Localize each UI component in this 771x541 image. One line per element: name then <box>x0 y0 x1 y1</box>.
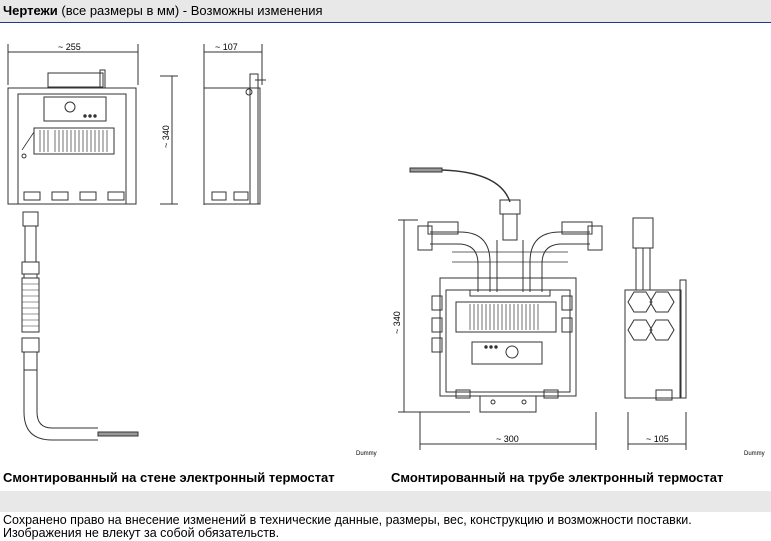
dim-height-label: ~ 340 <box>392 311 402 334</box>
disclaimer-line-2: Изображения не влекут за собой обязатель… <box>3 526 280 540</box>
caption-wall-mounted: Смонтированный на стене электронный терм… <box>3 470 335 485</box>
separator-band <box>0 491 771 512</box>
dim-width-label: ~ 255 <box>58 42 81 52</box>
capillary-sensor-assembly: Dummy <box>21 211 377 457</box>
pipe-mounted-side-view: ~ 105 Dummy <box>624 217 765 457</box>
section-header: Чертежи (все размеры в мм) - Возможны из… <box>0 0 771 23</box>
wall-mounted-side-view: ~ 107 ~ 340 <box>160 42 266 205</box>
section-title: Чертежи (все размеры в мм) - Возможны из… <box>3 3 323 18</box>
left-watermark: Dummy <box>356 451 377 457</box>
right-watermark: Dummy <box>744 451 765 457</box>
disclaimer-line-1: Сохранено право на внесение изменений в … <box>3 513 692 527</box>
dim-depth-label: ~ 107 <box>215 42 238 52</box>
dim-height-label: ~ 340 <box>161 125 171 148</box>
wall-mounted-front-view: ~ 255 <box>7 42 139 205</box>
dim-width-label: ~ 300 <box>496 434 519 444</box>
dim-depth-label: ~ 105 <box>646 434 669 444</box>
pipe-mounted-front-view: ~ 340 ~ 300 <box>392 167 603 450</box>
technical-drawings: ~ 255 ~ 107 ~ 340 Dummy <box>7 42 765 457</box>
caption-pipe-mounted: Смонтированный на трубе электронный терм… <box>391 470 724 485</box>
disclaimer: Сохранено право на внесение изменений в … <box>3 514 768 540</box>
